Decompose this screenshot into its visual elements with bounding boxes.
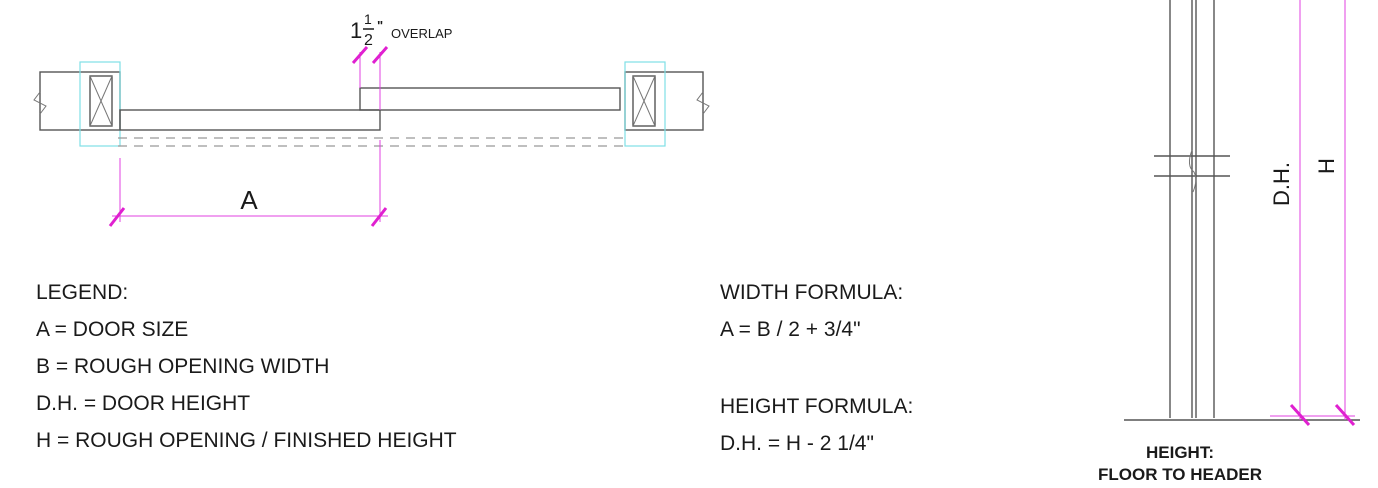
legend-item-a: A = DOOR SIZE (36, 318, 189, 341)
legend-item-h: H = ROUGH OPENING / FINISHED HEIGHT (36, 429, 457, 452)
width-formula-title: WIDTH FORMULA: (720, 281, 904, 304)
dim-a-label: A (240, 185, 258, 215)
legend: LEGEND: A = DOOR SIZE B = ROUGH OPENING … (36, 274, 457, 459)
overlap-whole: 1 (350, 18, 362, 43)
elevation-view: D.H. H (1124, 0, 1360, 427)
plan-view: 1 1 2 " OVERLAP A (33, 11, 710, 227)
legend-item-b: B = ROUGH OPENING WIDTH (36, 355, 330, 378)
caption-line-1: HEIGHT: (1146, 443, 1214, 462)
caption-line-2: FLOOR TO HEADER (1097, 465, 1263, 484)
overlap-label: OVERLAP (391, 26, 452, 41)
dim-h-label: H (1314, 158, 1339, 174)
h-dimension: H (1312, 0, 1356, 427)
legend-title: LEGEND: (36, 281, 129, 304)
elevation-caption: HEIGHT: FLOOR TO HEADER (1080, 442, 1280, 486)
width-formula: A = B / 2 + 3/4" (720, 318, 861, 341)
left-wall (33, 61, 121, 147)
door-panel-front (119, 109, 381, 131)
overlap-inch-mark: " (377, 18, 383, 33)
height-formula-title: HEIGHT FORMULA: (720, 395, 914, 418)
height-formula: D.H. = H - 2 1/4" (720, 432, 874, 455)
overlap-dimension: 1 1 2 " OVERLAP (350, 11, 452, 110)
a-dimension: A (108, 140, 388, 227)
overlap-den: 2 (364, 32, 373, 49)
door-panel-back (359, 87, 621, 111)
dh-dimension: D.H. (1269, 0, 1312, 427)
height-formula-block: HEIGHT FORMULA: D.H. = H - 2 1/4" (720, 388, 913, 462)
dim-dh-label: D.H. (1269, 162, 1294, 206)
width-formula-block: WIDTH FORMULA: A = B / 2 + 3/4" (720, 274, 903, 348)
overlap-num: 1 (364, 11, 372, 27)
right-wall (624, 61, 710, 147)
legend-item-dh: D.H. = DOOR HEIGHT (36, 392, 251, 415)
